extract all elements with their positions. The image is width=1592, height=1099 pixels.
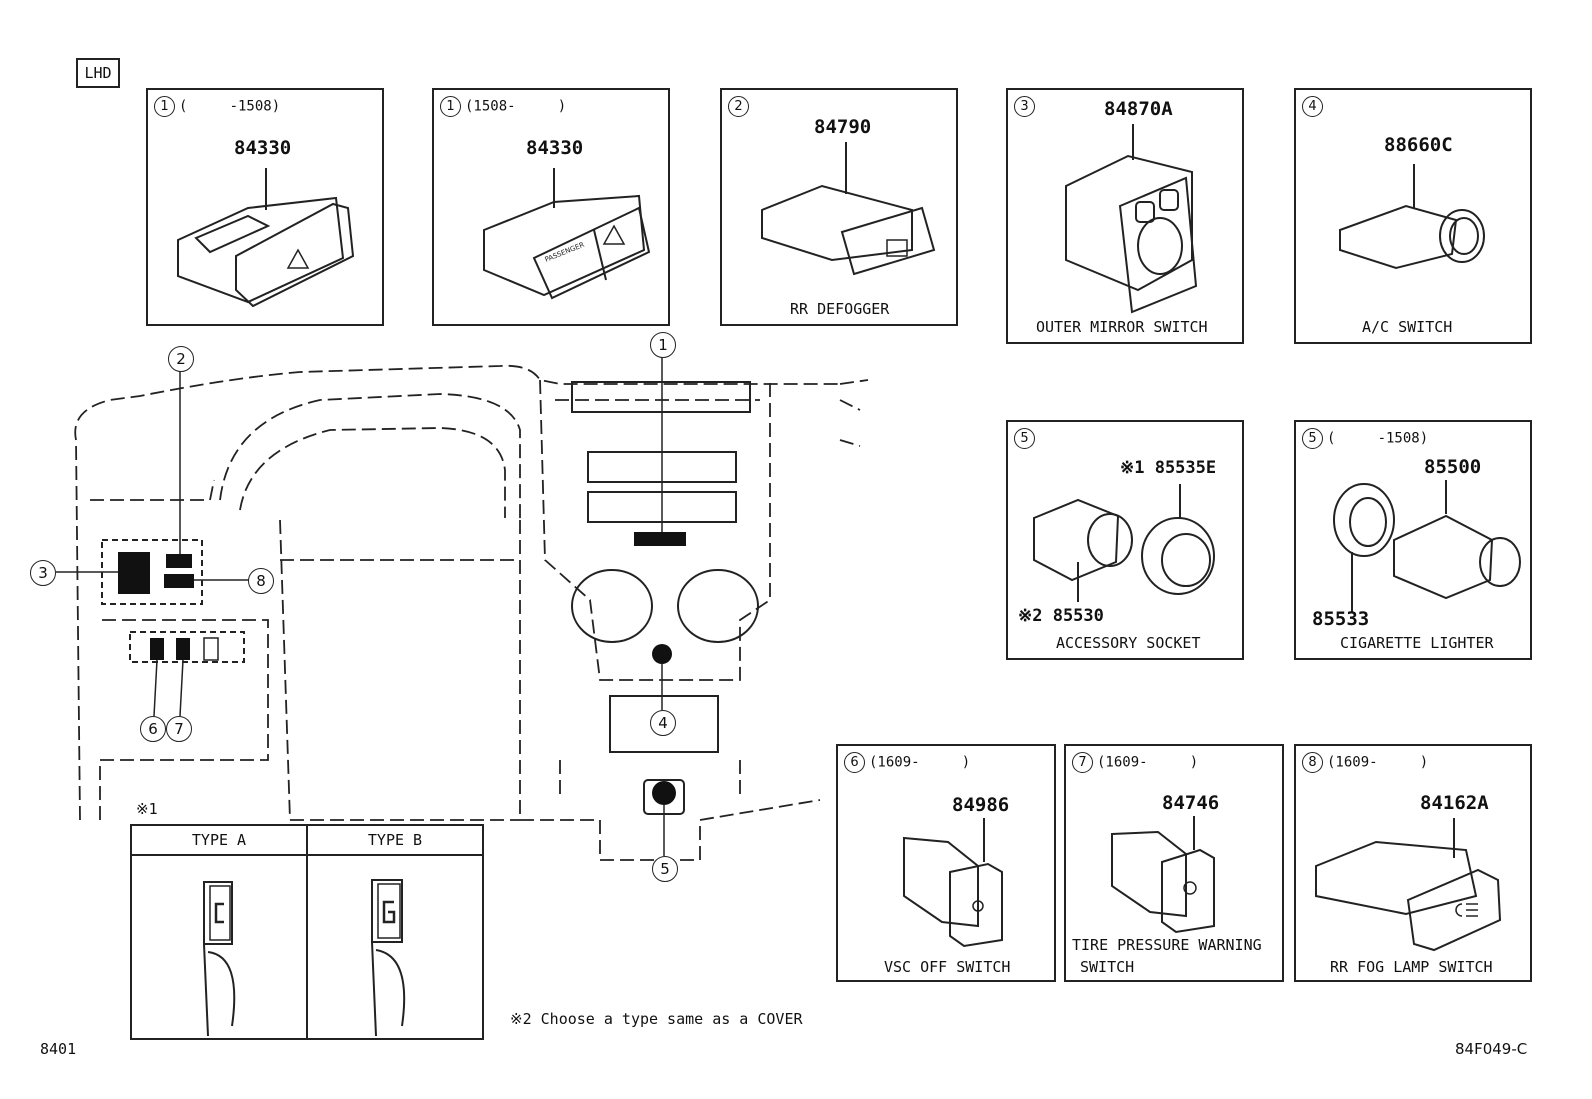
callout-6: 6: [140, 716, 166, 742]
panel-range: (1508- ): [465, 98, 567, 115]
panel-hazard-switch-late: 1(1508- ) 84330 PASSENGER: [432, 88, 670, 326]
hazard-switch-location: [634, 532, 686, 546]
panel-caption: ACCESSORY SOCKET: [1056, 634, 1201, 652]
vsc-off-switch-drawing: [903, 818, 1003, 948]
panel-caption: RR FOG LAMP SWITCH: [1330, 958, 1493, 976]
footer-right-code: 84F049-C: [1455, 1040, 1528, 1058]
panel-caption-line-1: TIRE PRESSURE WARNING: [1072, 936, 1262, 954]
fog-switch-location: [164, 574, 194, 588]
ac-switch-location: [652, 644, 672, 664]
panel-cigarette-lighter: 5( -1508) 85500 85533 CIGARETTE LIGHTER: [1294, 420, 1532, 660]
outer-mirror-switch-drawing: [1065, 124, 1198, 314]
footer-left-code: 8401: [40, 1040, 77, 1058]
cigarette-lighter-drawing: [1333, 480, 1521, 612]
part-number-lighter: 85500: [1424, 456, 1482, 478]
part-number: 84746: [1162, 792, 1220, 814]
note-1-marker: ※1: [136, 800, 158, 818]
panel-accessory-socket: 5 ※1 85535E ※2 85530 ACCESSORY SOCKET: [1006, 420, 1244, 660]
panel-index: 8: [1302, 752, 1323, 773]
panel-caption-line-2: SWITCH: [1080, 958, 1135, 976]
cover-note: ※2 Choose a type same as a COVER: [510, 1010, 803, 1028]
panel-caption: CIGARETTE LIGHTER: [1340, 634, 1494, 652]
panel-outer-mirror-switch: 3 84870A OUTER MIRROR SWITCH: [1006, 88, 1244, 344]
panel-range: (1609- ): [869, 754, 971, 771]
callout-1: 1: [650, 332, 676, 358]
hazard-switch-drawing: [177, 168, 355, 308]
lhd-badge: LHD: [76, 58, 120, 88]
part-number-cover: ※1 85535E: [1120, 458, 1217, 478]
tpws-switch-location: [176, 638, 190, 660]
cover-type-table: TYPE A TYPE B: [130, 824, 484, 1040]
part-number-socket: 85533: [1312, 608, 1370, 630]
part-number: 84162A: [1420, 792, 1489, 814]
panel-vsc-off-switch: 6(1609- ) 84986 VSC OFF SWITCH: [836, 744, 1056, 982]
panel-index: 4: [1302, 96, 1323, 117]
vsc-switch-location: [150, 638, 164, 660]
cover-type-drawings: [203, 879, 406, 1037]
panel-index: 6: [844, 752, 865, 773]
ac-switch-drawing: [1339, 164, 1485, 270]
panel-range: (1609- ): [1327, 754, 1429, 771]
panel-range: (1609- ): [1097, 754, 1199, 771]
socket-location: [652, 781, 676, 805]
part-number-socket: ※2 85530: [1018, 606, 1104, 626]
rr-fog-lamp-switch-drawing: [1315, 818, 1502, 952]
panel-rr-defogger: 2 84790 RR DEFOGGER: [720, 88, 958, 326]
callout-7: 7: [166, 716, 192, 742]
panel-caption: A/C SWITCH: [1362, 318, 1453, 336]
accessory-socket-drawing: [1033, 484, 1215, 602]
panel-index: 5: [1014, 428, 1035, 449]
mirror-switch-location: [118, 552, 150, 594]
panel-hazard-switch-early: 1( -1508) 84330: [146, 88, 384, 326]
rr-defogger-switch-drawing: [761, 142, 936, 276]
tire-pressure-switch-drawing: [1111, 816, 1215, 934]
panel-ac-switch: 4 88660C A/C SWITCH: [1294, 88, 1532, 344]
lhd-label: LHD: [84, 64, 112, 82]
callout-2: 2: [168, 346, 194, 372]
panel-tire-pressure-switch: 7(1609- ) 84746 TIRE PRESSURE WARNING SW…: [1064, 744, 1284, 982]
panel-range: ( -1508): [1327, 430, 1429, 447]
part-number: 88660C: [1384, 134, 1453, 156]
type-b-header: TYPE B: [367, 831, 423, 849]
part-number: 84986: [952, 794, 1010, 816]
type-a-header: TYPE A: [191, 831, 247, 849]
callout-3: 3: [30, 560, 56, 586]
part-number: 84790: [814, 116, 872, 138]
panel-index: 2: [728, 96, 749, 117]
panel-caption: VSC OFF SWITCH: [884, 958, 1011, 976]
callout-8: 8: [248, 568, 274, 594]
hazard-passenger-switch-drawing: PASSENGER: [483, 168, 651, 300]
panel-range: ( -1508): [179, 98, 281, 115]
panel-rr-fog-lamp-switch: 8(1609- ) 84162A RR FOG LAMP SWITCH: [1294, 744, 1532, 982]
panel-index: 7: [1072, 752, 1093, 773]
panel-index: 3: [1014, 96, 1035, 117]
panel-index: 1: [154, 96, 175, 117]
callout-4: 4: [650, 710, 676, 736]
panel-index: 5: [1302, 428, 1323, 449]
panel-caption: OUTER MIRROR SWITCH: [1036, 318, 1208, 336]
panel-caption: RR DEFOGGER: [790, 300, 890, 318]
part-number: 84330: [526, 137, 584, 159]
panel-index: 1: [440, 96, 461, 117]
callout-5: 5: [652, 856, 678, 882]
defogger-switch-location: [166, 554, 192, 568]
part-number: 84330: [234, 137, 292, 159]
part-number: 84870A: [1104, 98, 1173, 120]
